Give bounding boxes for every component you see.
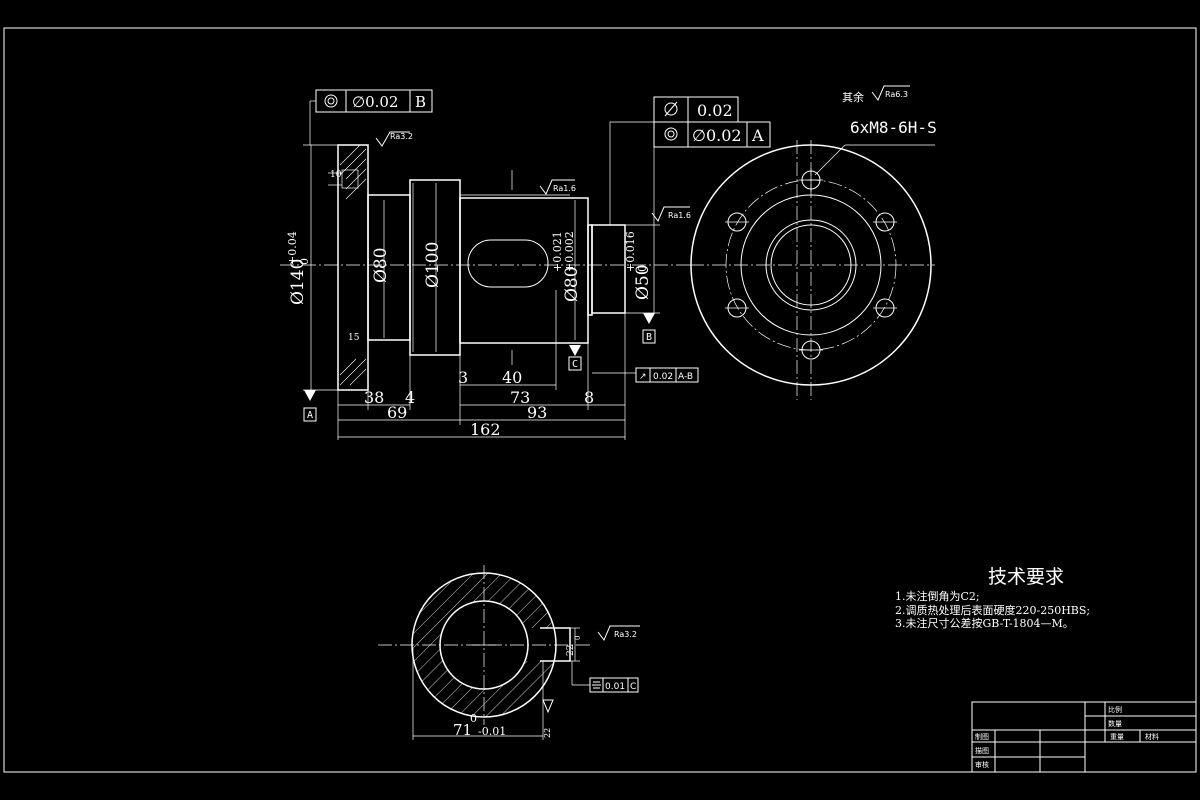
dim-section-zero: 0 <box>470 712 477 725</box>
svg-text:0.01: 0.01 <box>605 682 625 692</box>
dim-d80b-tol-upper: +0.021 <box>551 231 564 272</box>
roughness-ra16b: Ra1.6 <box>668 211 691 220</box>
dim-d50-tol-lower: 0 <box>636 265 649 272</box>
dim-d50-tol-upper: +0.016 <box>624 231 637 272</box>
flange-hatch <box>339 144 367 386</box>
dim-section-small: 22 <box>543 728 552 738</box>
dim-d80: Ø80 <box>371 247 391 283</box>
tech-item-2: 2.调质热处理后表面硬度220-250HBS; <box>895 603 1090 617</box>
dim-15: 15 <box>348 333 360 343</box>
svg-text:0.02: 0.02 <box>653 372 673 382</box>
dim-71-tol: -0.01 <box>478 725 506 738</box>
svg-text:↗: ↗ <box>639 372 647 382</box>
fcf-ab: ↗ 0.02 A-B <box>635 367 699 383</box>
datum-c: C <box>572 359 578 370</box>
svg-text:∅0.02: ∅0.02 <box>352 93 398 111</box>
dim-40: 40 <box>502 368 522 387</box>
dim-d80b: Ø80 <box>562 266 582 302</box>
datum-a: A <box>307 410 313 421</box>
dim-d140: Ø140 <box>288 259 308 305</box>
dim-69: 69 <box>387 403 407 422</box>
fcf-b: ∅0.02 B <box>315 89 433 113</box>
svg-text:B: B <box>415 93 426 111</box>
dim-d140-tol-lower: 0 <box>298 258 311 265</box>
dim-d140-tol-upper: +0.04 <box>286 231 299 265</box>
roughness-ra63: Ra6.3 <box>885 90 908 99</box>
dim-3: 3 <box>458 368 468 387</box>
title-block: 比例 数量 重量 材料 制图 描图 审核 <box>971 701 1197 773</box>
tb-approved: 审核 <box>975 760 989 769</box>
tb-weight: 重量 <box>1110 733 1124 741</box>
dim-8: 8 <box>584 388 594 407</box>
tech-requirements: 技术要求 1.未注倒角为C2; 2.调质热处理后表面硬度220-250HBS; … <box>895 566 1090 630</box>
tech-item-3: 3.未注尺寸公差按GB-T-1804—M。 <box>895 616 1074 630</box>
drawing-border <box>3 27 1197 773</box>
fcf-a: ∅0.02 A <box>653 121 771 148</box>
roughness-ra16a: Ra1.6 <box>553 184 576 193</box>
tb-material: 材料 <box>1145 732 1159 741</box>
dim-73: 73 <box>510 388 530 407</box>
svg-text:C: C <box>630 682 636 692</box>
tb-scale: 比例 <box>1108 705 1122 714</box>
fcf-runout: 0.02 <box>653 96 739 123</box>
roughness-ra32b: Ra3.2 <box>614 630 637 639</box>
svg-text:A-B: A-B <box>678 372 693 382</box>
tb-drawn: 制图 <box>975 732 989 741</box>
tb-qty: 数量 <box>1108 719 1122 728</box>
side-view <box>690 140 935 400</box>
svg-text:0.02: 0.02 <box>697 101 733 120</box>
roughness-other-label: 其余 <box>842 90 864 104</box>
dim-4: 4 <box>405 388 415 407</box>
dim-10: 10 <box>330 170 342 180</box>
dim-key-width: 22 <box>566 645 576 656</box>
dim-d80b-tol-lower: +0.002 <box>563 231 576 272</box>
section-view: 71 -0.01 0 22 0 22 Ra3.2 0.01 C <box>378 565 640 740</box>
dim-162: 162 <box>470 420 501 439</box>
svg-text:∅0.02: ∅0.02 <box>692 126 742 145</box>
tech-item-1: 1.未注倒角为C2; <box>895 589 980 603</box>
dim-93: 93 <box>527 403 547 422</box>
tech-title: 技术要求 <box>988 566 1064 588</box>
dim-71: 71 <box>453 721 472 739</box>
dim-key-width-tol: 0 <box>574 636 582 640</box>
thread-note: 6xM8-6H-S <box>850 118 937 137</box>
front-view: Ø140 +0.04 0 Ø80 Ø100 Ø80 +0.021 +0.002 … <box>280 100 699 440</box>
fcf-c: 0.01 C <box>589 677 639 693</box>
tb-checked: 描图 <box>975 746 989 755</box>
dim-38: 38 <box>364 388 384 407</box>
svg-text:A: A <box>751 126 764 145</box>
dim-d100: Ø100 <box>423 242 443 288</box>
datum-b: B <box>646 332 652 343</box>
roughness-ra32: Ra3.2 <box>390 132 413 141</box>
dim-d50: Ø50 <box>633 264 653 300</box>
